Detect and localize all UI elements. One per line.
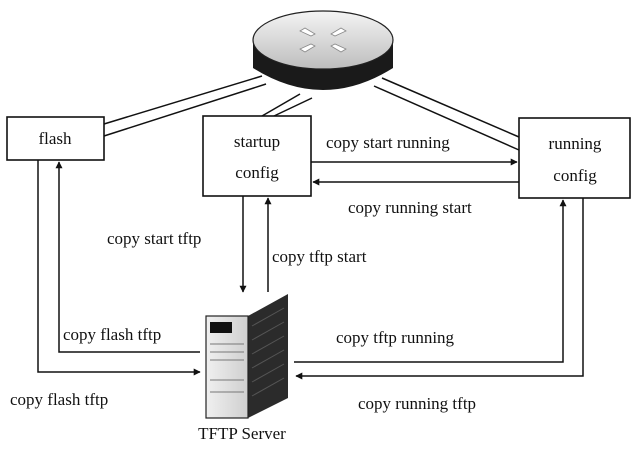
server-label: TFTP Server — [198, 424, 286, 443]
label-copy-start-running: copy start running — [326, 133, 450, 152]
arrow-copy-running-tftp — [295, 198, 584, 380]
running-label-line1: running — [549, 134, 602, 153]
startup-label-line2: config — [235, 163, 279, 182]
label-copy-flash-tftp-outer: copy flash tftp — [10, 390, 108, 409]
running-config-box: running config — [518, 117, 631, 199]
label-copy-flash-tftp-inner: copy flash tftp — [63, 325, 161, 344]
arrow-copy-tftp-running — [294, 199, 567, 363]
arrow-copy-flash-tftp-outer — [37, 160, 201, 376]
router-icon — [252, 10, 394, 90]
flash-label: flash — [38, 129, 72, 148]
arrow-copy-flash-tftp-inner — [55, 161, 200, 353]
label-copy-running-start: copy running start — [348, 198, 472, 217]
label-copy-tftp-running: copy tftp running — [336, 328, 455, 347]
startup-label-line1: startup — [234, 132, 280, 151]
router-links — [103, 75, 520, 151]
label-copy-running-tftp: copy running tftp — [358, 394, 476, 413]
label-copy-start-tftp: copy start tftp — [107, 229, 201, 248]
flash-box: flash — [6, 116, 105, 161]
server-tower-icon — [205, 294, 288, 419]
startup-config-box: startup config — [202, 115, 312, 197]
running-label-line2: config — [553, 166, 597, 185]
label-copy-tftp-start: copy tftp start — [272, 247, 367, 266]
